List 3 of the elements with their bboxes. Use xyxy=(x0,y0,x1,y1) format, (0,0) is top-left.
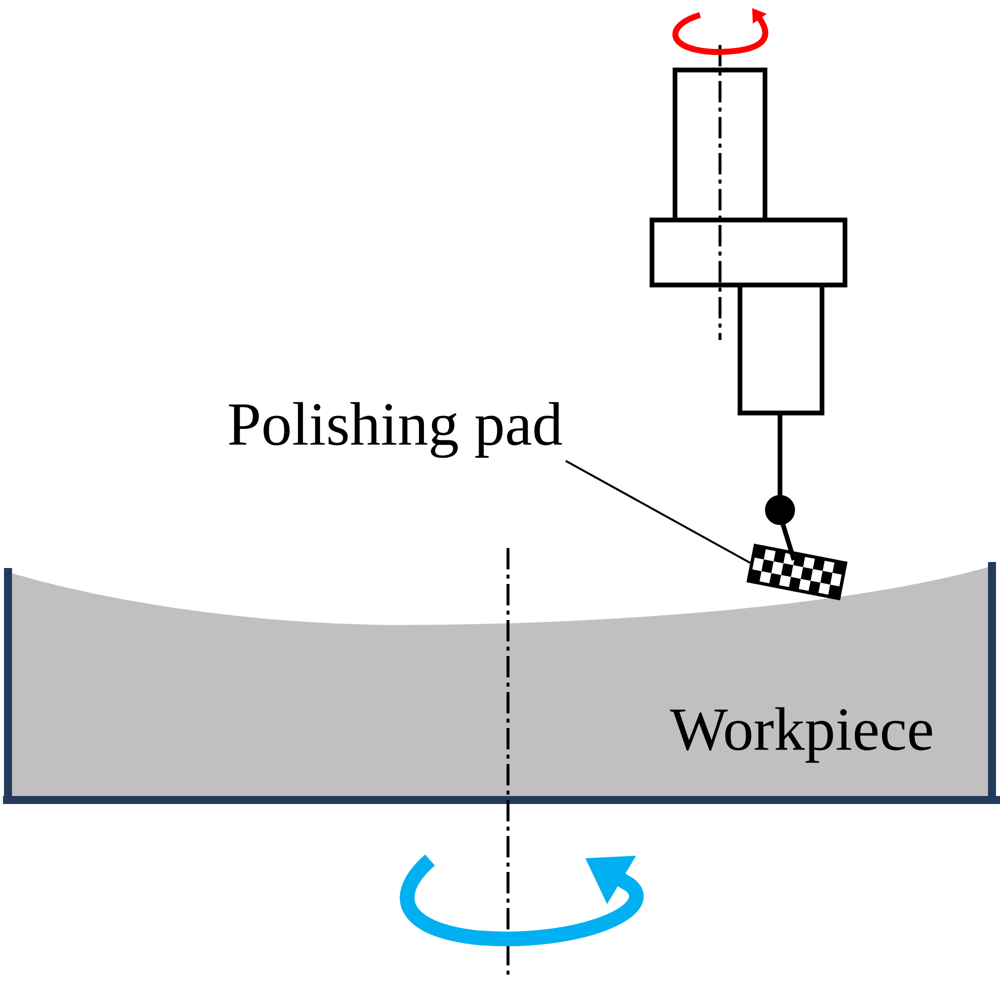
workpiece: Workpiece xyxy=(3,548,1000,975)
leader-line xyxy=(565,460,751,564)
part-label: Polishing pad xyxy=(228,402,562,458)
